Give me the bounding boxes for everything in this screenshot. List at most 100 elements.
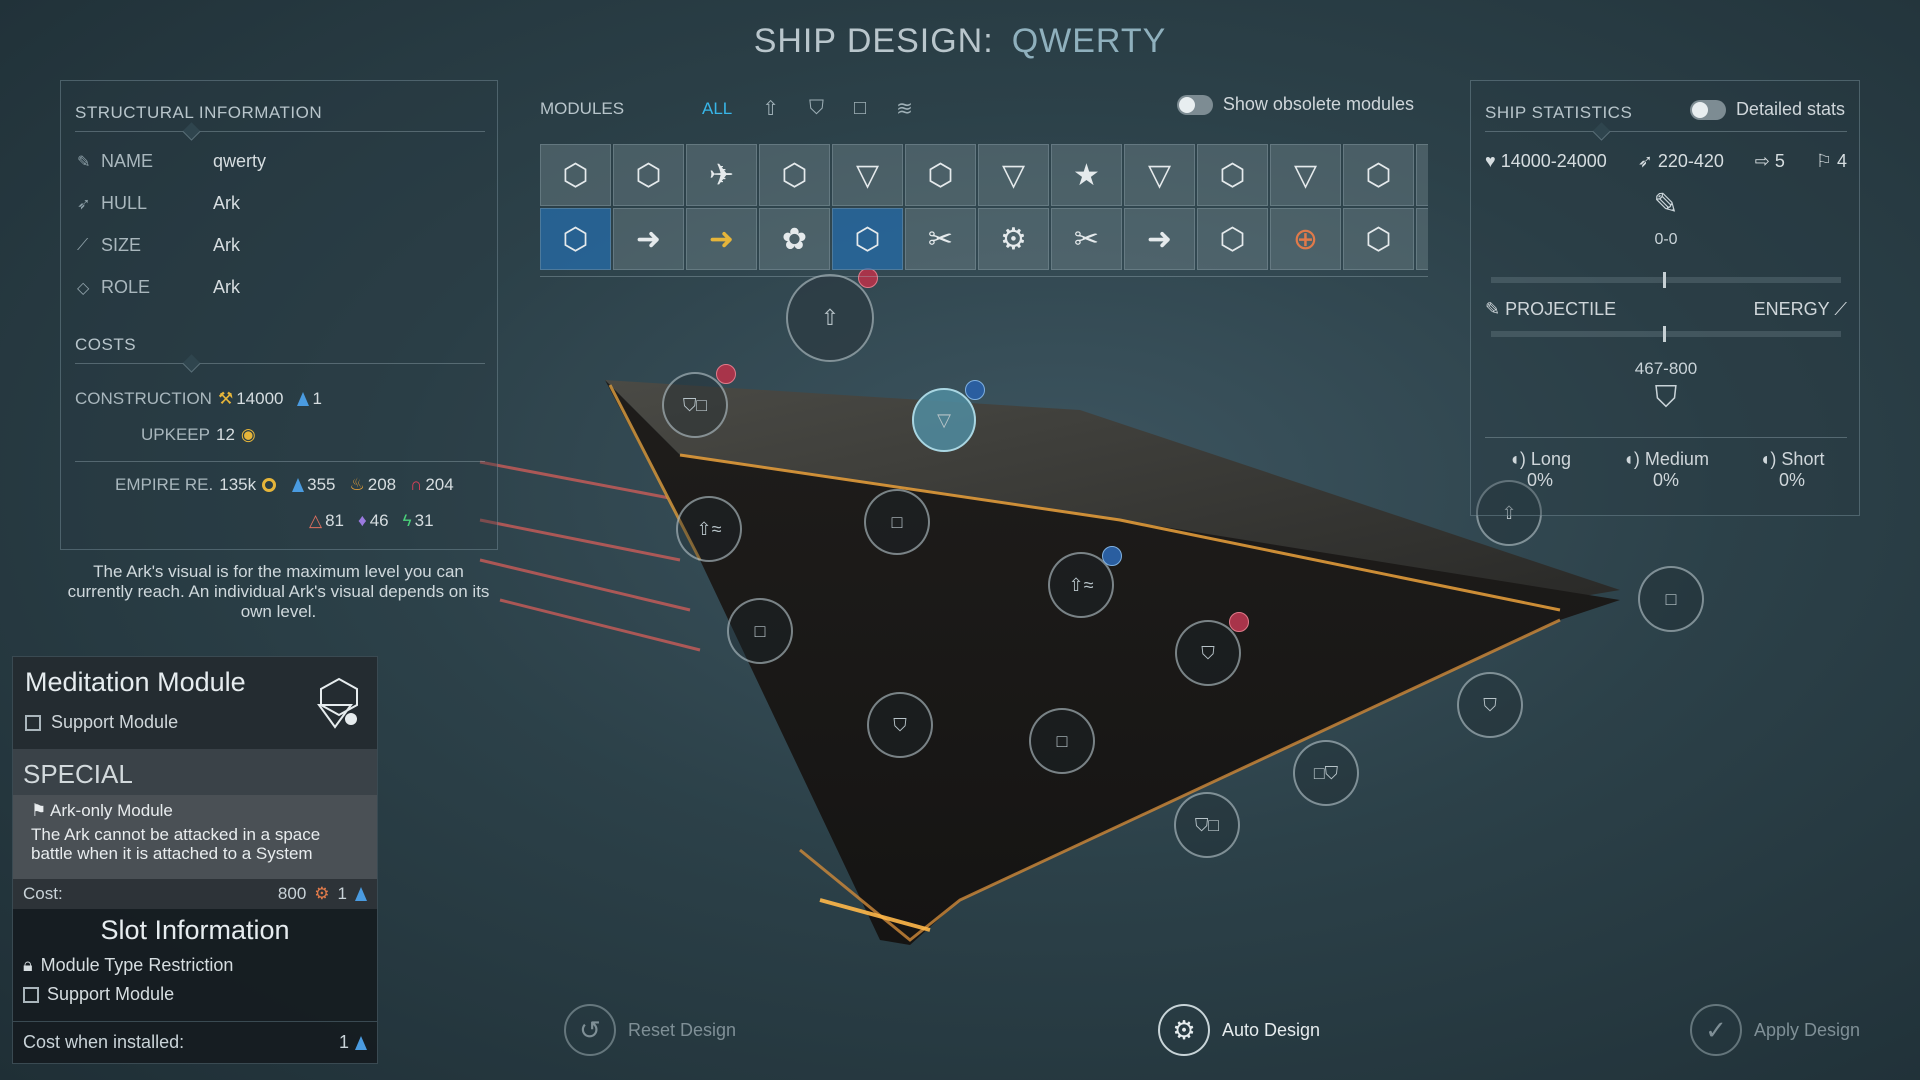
long-value: 0%: [1526, 470, 1553, 490]
module-selected-hull-icon[interactable]: ⬡: [540, 208, 611, 270]
detailed-stats-label: Detailed stats: [1735, 99, 1845, 119]
slot-defense-lower-left[interactable]: ⛉: [867, 692, 933, 758]
filter-defense-icon[interactable]: ⛉: [809, 97, 825, 119]
slot-defense-support[interactable]: ⛉□: [662, 372, 728, 438]
auto-label: Auto Design: [1222, 1019, 1321, 1040]
module-wrench-icon[interactable]: ✂: [1051, 208, 1122, 270]
module-medic-icon[interactable]: ⊕: [1270, 208, 1341, 270]
slot-weapon-top[interactable]: ⇧: [786, 274, 874, 362]
module-grid-divider: [540, 276, 1428, 277]
slot-weapon-engine[interactable]: ⇧≈: [676, 496, 742, 562]
filter-all-tab[interactable]: ALL: [702, 98, 733, 118]
tooltip-type: Support Module: [51, 712, 179, 732]
short-range-icon: ◖): [1759, 449, 1777, 469]
tag-icon: ◇: [77, 279, 90, 297]
slot-support-left[interactable]: □: [727, 598, 793, 664]
ship-stats-panel: SHIP STATISTICS Detailed stats ♥14000-24…: [1470, 80, 1860, 516]
check-icon: ✓: [1690, 1004, 1742, 1056]
slot-defense-center[interactable]: ⛉: [1175, 620, 1241, 686]
module-cannon-icon[interactable]: ⬡: [1197, 144, 1268, 206]
filter-support-icon[interactable]: □: [854, 97, 867, 119]
slot-defense-lower-right[interactable]: ⛉: [1457, 672, 1523, 738]
short-value: 0%: [1778, 470, 1805, 490]
reset-design-button[interactable]: ↺ Reset Design: [564, 1004, 736, 1056]
module-drone-icon[interactable]: ✿: [759, 208, 830, 270]
resource-blue-icon: [292, 478, 305, 492]
module-repair-icon[interactable]: ⬡: [832, 208, 903, 270]
bolt-icon: ϟ: [402, 511, 412, 530]
name-row[interactable]: ✎ NAME qwerty: [77, 151, 266, 172]
hull-label: HULL: [101, 193, 148, 213]
moves-value: 5: [1774, 151, 1785, 171]
toggle-switch[interactable]: [1176, 94, 1213, 115]
costs-title: COSTS: [75, 335, 485, 364]
module-hull-icon[interactable]: ⬡: [540, 144, 611, 206]
energy-label: ENERGY: [1753, 299, 1830, 319]
page-title: SHIP DESIGN:QWERTY: [0, 22, 1920, 61]
module-gear-icon[interactable]: ⚙: [978, 208, 1049, 270]
toggle-switch[interactable]: [1689, 99, 1726, 120]
module-armor-icon[interactable]: ⬡: [613, 144, 684, 206]
stats-title: SHIP STATISTICS: [1485, 103, 1847, 132]
ship-icon: ➶: [77, 195, 91, 213]
module-energy-icon[interactable]: ⬡: [1343, 208, 1414, 270]
module-crew-icon[interactable]: ⬡: [1343, 144, 1414, 206]
module-target-icon[interactable]: ▽: [978, 144, 1049, 206]
ark-icon: ⚑: [31, 801, 47, 820]
apply-label: Apply Design: [1754, 1019, 1861, 1040]
engine-trails: [479, 460, 701, 652]
detailed-stats-toggle[interactable]: Detailed stats: [1689, 99, 1845, 120]
slot-weapon-engine-center[interactable]: ⇧≈: [1048, 552, 1114, 618]
tooltip-cost-resource: 1: [337, 884, 347, 903]
module-misc-icon[interactable]: ⬡: [1416, 208, 1428, 270]
module-meditation-icon[interactable]: ▽: [832, 144, 903, 206]
defense-bar: [1491, 326, 1841, 342]
projectile-icon: ✎: [1485, 299, 1501, 319]
name-value[interactable]: qwerty: [213, 151, 267, 171]
slot-defense-support-bottom[interactable]: ⛉□: [1174, 792, 1240, 858]
module-tier1-icon[interactable]: ⬡: [905, 144, 976, 206]
module-arrow-icon[interactable]: ➜: [613, 208, 684, 270]
module-grid: ⬡ ⬡ ✈ ⬡ ▽ ⬡ ▽ ★ ▽ ⬡ ▽ ⬡ ⬡ ⬡ ➜ ➜ ✿ ⬡ ✂ ⚙ …: [540, 144, 1428, 270]
module-flag-icon[interactable]: ▽: [1270, 144, 1341, 206]
filter-weapon-icon[interactable]: ⇧: [762, 98, 780, 120]
speed-value: 220-420: [1657, 151, 1724, 171]
upkeep-row: UPKEEP 12 ◉: [141, 425, 256, 445]
module-shield-icon[interactable]: ⬡: [1197, 208, 1268, 270]
filter-engine-icon[interactable]: ≋: [896, 98, 913, 120]
module-tools-icon[interactable]: ✂: [905, 208, 976, 270]
size-label: SIZE: [101, 235, 142, 255]
resource-icon: [355, 887, 367, 901]
structural-panel: STRUCTURAL INFORMATION ✎ NAME qwerty ➶ H…: [60, 80, 498, 550]
medium-label: Medium: [1644, 449, 1709, 469]
ranges-divider: [1485, 437, 1847, 438]
module-fighter-icon[interactable]: ✈: [686, 144, 757, 206]
slot-weapon-right[interactable]: ⇧: [1476, 480, 1542, 546]
module-eye-icon[interactable]: ▽: [1124, 144, 1195, 206]
role-row: ◇ ROLE Ark: [77, 277, 240, 298]
module-boost-icon[interactable]: ➜: [1124, 208, 1195, 270]
structural-title: STRUCTURAL INFORMATION: [75, 103, 485, 132]
slot-support-right[interactable]: □: [1638, 566, 1704, 632]
size-value: Ark: [213, 235, 240, 255]
tooltip-cost-label: Cost:: [23, 884, 63, 903]
slot-support[interactable]: □: [864, 489, 930, 555]
size-row: ⟋ SIZE Ark: [77, 235, 240, 256]
module-missile-icon[interactable]: ⬡: [759, 144, 830, 206]
damage-bar: [1491, 272, 1841, 288]
apply-design-button[interactable]: ✓ Apply Design: [1690, 1004, 1860, 1056]
module-red-icon[interactable]: ⬡: [1416, 144, 1428, 206]
show-obsolete-toggle[interactable]: Show obsolete modules: [1176, 94, 1414, 115]
ark-only-desc: The Ark cannot be attacked in a space ba…: [31, 825, 321, 863]
long-range-icon: ◖): [1509, 449, 1526, 469]
slot-support-defense[interactable]: □⛉: [1293, 740, 1359, 806]
slot-resource-badge: [1229, 612, 1249, 632]
auto-design-button[interactable]: ⚙ Auto Design: [1158, 1004, 1320, 1056]
ark-only-label: Ark-only Module: [50, 801, 173, 820]
slot-meditation-module[interactable]: ▽: [912, 388, 976, 452]
module-star-icon[interactable]: ★: [1051, 144, 1122, 206]
restriction-type-row: Support Module: [13, 980, 377, 1009]
role-value: Ark: [213, 277, 240, 297]
slot-support-lower[interactable]: □: [1029, 708, 1095, 774]
module-gold-arrow-icon[interactable]: ➜: [686, 208, 757, 270]
